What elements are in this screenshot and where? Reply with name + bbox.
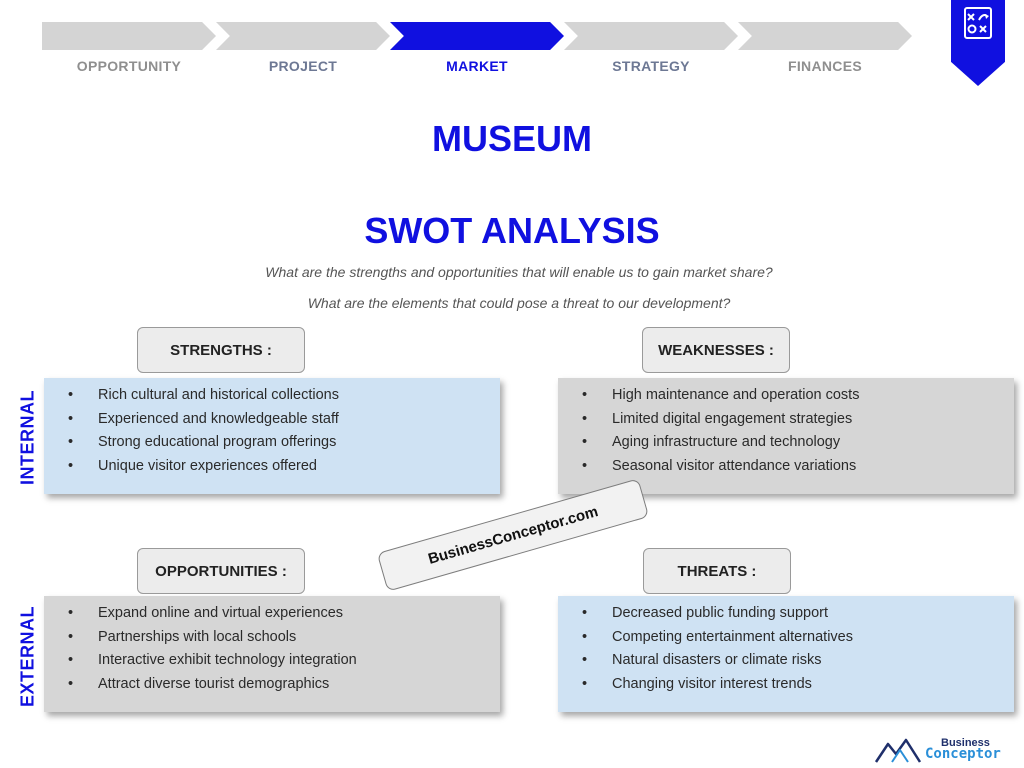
step-arrow [42, 22, 216, 50]
list-item: Limited digital engagement strategies [582, 408, 859, 432]
step-arrow [564, 22, 738, 50]
list-item: Strong educational program offerings [68, 431, 339, 455]
brand-name-line1: Business [941, 737, 990, 749]
list-item: High maintenance and operation costs [582, 384, 859, 408]
list-item: Experienced and knowledgeable staff [68, 408, 339, 432]
strengths-header: STRENGTHS : [137, 327, 305, 373]
step-opportunity[interactable]: OPPORTUNITY [42, 22, 216, 82]
list-item: Interactive exhibit technology integrati… [68, 649, 357, 673]
step-label: MARKET [446, 58, 508, 74]
weaknesses-header: WEAKNESSES : [642, 327, 790, 373]
list-item: Changing visitor interest trends [582, 673, 853, 697]
threats-box: Decreased public funding support Competi… [558, 596, 1014, 712]
step-label: OPPORTUNITY [76, 58, 182, 74]
list-item: Attract diverse tourist demographics [68, 673, 357, 697]
step-arrow [738, 22, 912, 50]
step-arrow [390, 22, 564, 50]
internal-label: INTERNAL [17, 390, 38, 485]
progress-steps: OPPORTUNITY PROJECT MARKET STRATEGY FINA… [42, 22, 912, 82]
list-item: Decreased public funding support [582, 602, 853, 626]
step-strategy[interactable]: STRATEGY [564, 22, 738, 82]
step-project[interactable]: PROJECT [216, 22, 390, 82]
weaknesses-list: High maintenance and operation costs Lim… [582, 384, 859, 478]
external-label: EXTERNAL [17, 606, 38, 708]
step-finances[interactable]: FINANCES [738, 22, 912, 82]
page-title: MUSEUM [432, 118, 592, 159]
strategy-board-icon [964, 7, 992, 39]
list-item: Rich cultural and historical collections [68, 384, 339, 408]
list-item: Seasonal visitor attendance variations [582, 455, 859, 479]
threats-list: Decreased public funding support Competi… [582, 602, 853, 696]
list-item: Partnerships with local schools [68, 626, 357, 650]
list-item: Unique visitor experiences offered [68, 455, 339, 479]
strengths-list: Rich cultural and historical collections… [68, 384, 339, 478]
question-text: What are the elements that could pose a … [307, 295, 731, 311]
step-arrow [216, 22, 390, 50]
bookmark-ribbon[interactable] [951, 0, 1005, 86]
weaknesses-box: High maintenance and operation costs Lim… [558, 378, 1014, 494]
page-subtitle: SWOT ANALYSIS [364, 210, 660, 251]
mountains-logo-icon [874, 738, 922, 763]
step-label: PROJECT [268, 58, 338, 74]
step-label: STRATEGY [612, 58, 690, 74]
opportunities-list: Expand online and virtual experiences Pa… [68, 602, 357, 696]
list-item: Competing entertainment alternatives [582, 626, 853, 650]
threats-header: THREATS : [643, 548, 791, 594]
opportunities-box: Expand online and virtual experiences Pa… [44, 596, 500, 712]
list-item: Expand online and virtual experiences [68, 602, 357, 626]
opportunities-header: OPPORTUNITIES : [137, 548, 305, 594]
step-market[interactable]: MARKET [390, 22, 564, 82]
watermark-badge: BusinessConceptor.com [376, 478, 650, 592]
step-label: FINANCES [788, 58, 862, 74]
brand-name-line2: Conceptor [925, 746, 1001, 762]
question-text: What are the strengths and opportunities… [265, 264, 773, 280]
strengths-box: Rich cultural and historical collections… [44, 378, 500, 494]
brand-logo[interactable]: Business Conceptor [874, 734, 1014, 764]
list-item: Natural disasters or climate risks [582, 649, 853, 673]
list-item: Aging infrastructure and technology [582, 431, 859, 455]
